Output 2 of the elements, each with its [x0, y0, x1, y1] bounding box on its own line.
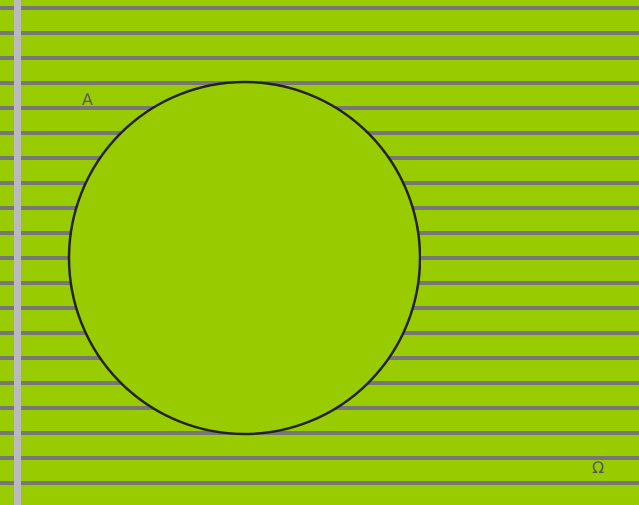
set-label: Ω: [592, 460, 604, 476]
set-label: A: [82, 92, 93, 108]
